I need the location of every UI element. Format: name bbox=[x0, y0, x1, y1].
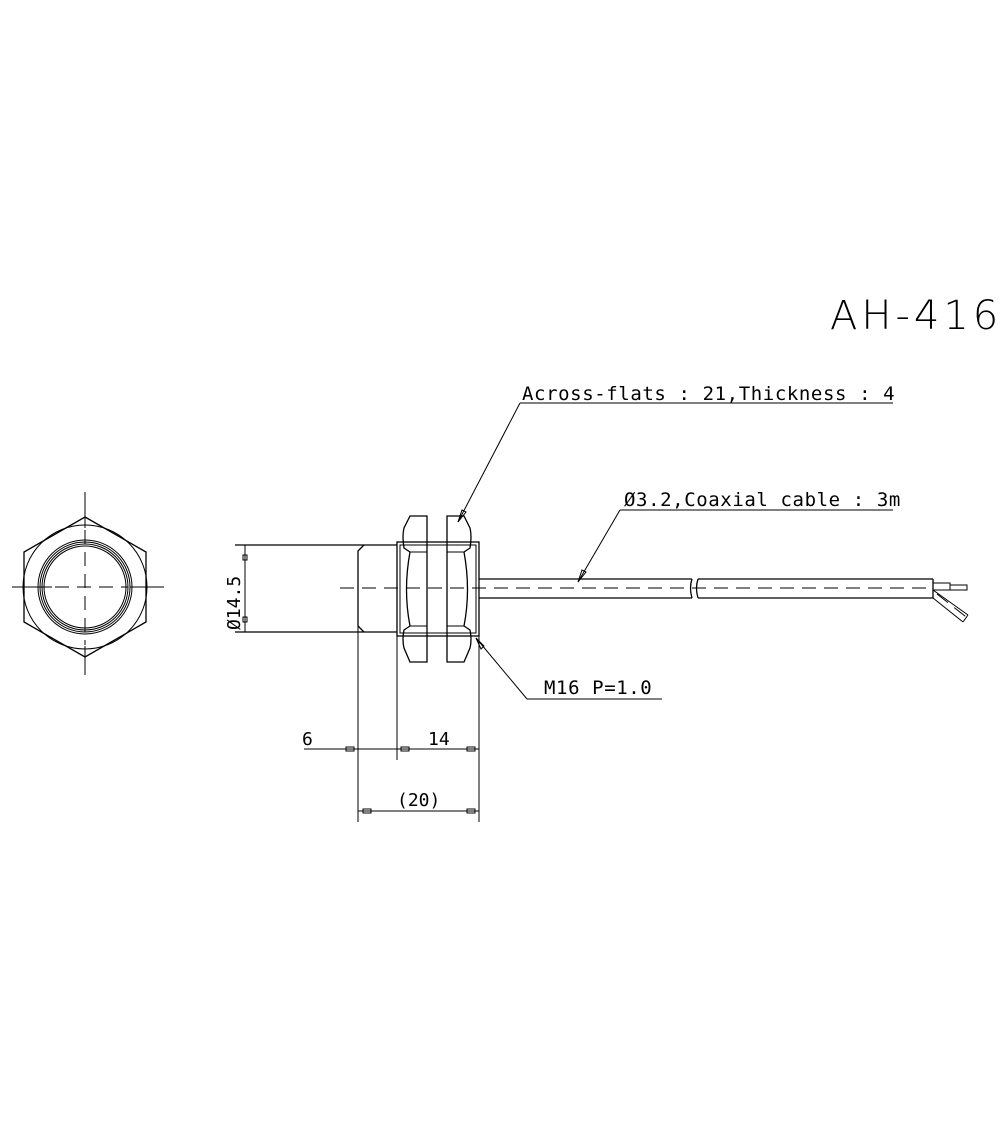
part-number-title: AH-416 bbox=[830, 293, 1000, 339]
note-across-flats: Across-flats : 21,Thickness : 4 bbox=[457, 383, 895, 523]
cable-label: Ø3.2,Coaxial cable : 3m bbox=[624, 489, 901, 511]
thread-label: M16 P=1.0 bbox=[544, 677, 652, 699]
note-cable: Ø3.2,Coaxial cable : 3m bbox=[577, 489, 901, 583]
end-view-hex bbox=[12, 492, 164, 675]
across-flats-label: Across-flats : 21,Thickness : 4 bbox=[522, 383, 895, 405]
side-view bbox=[235, 515, 971, 822]
dimension-diameter: Ø14.5 bbox=[224, 545, 248, 632]
thread-length-label: 14 bbox=[428, 729, 450, 750]
diameter-label: Ø14.5 bbox=[224, 576, 245, 630]
dimension-front-and-thread: 6 14 bbox=[302, 729, 479, 752]
dimension-total: (20) bbox=[358, 790, 479, 814]
front-length-label: 6 bbox=[302, 729, 313, 750]
note-thread: M16 P=1.0 bbox=[475, 637, 662, 700]
total-length-label: (20) bbox=[397, 790, 440, 811]
